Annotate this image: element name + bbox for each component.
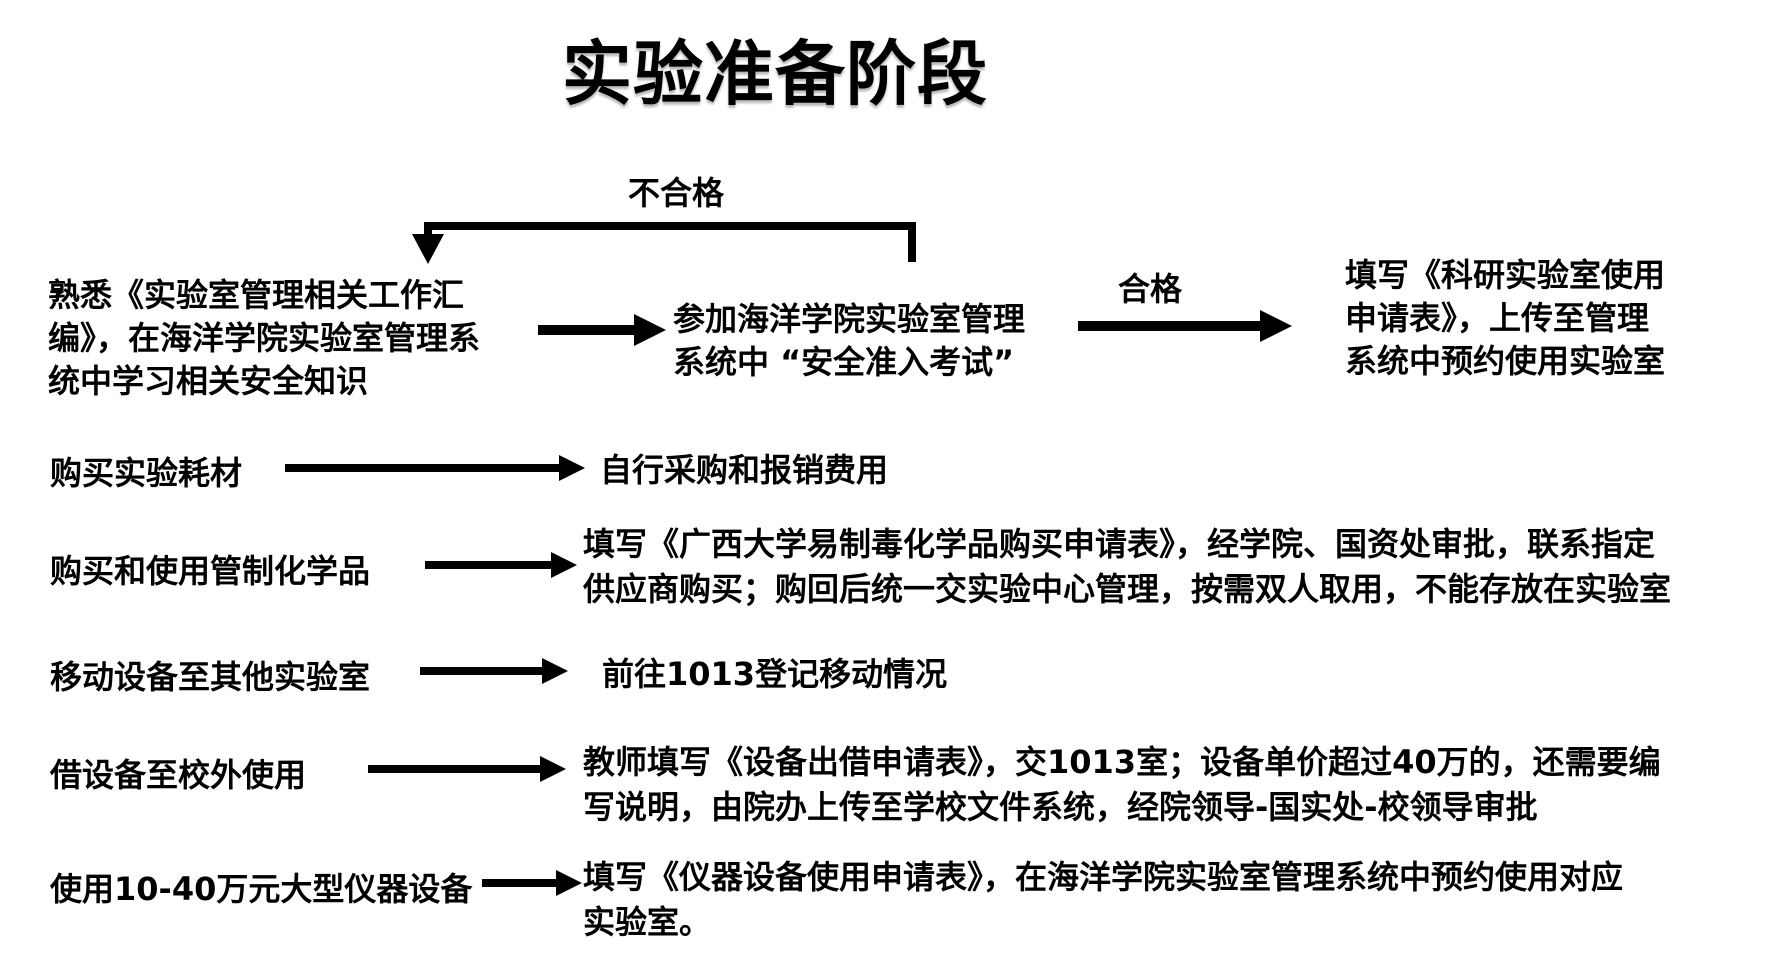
arrowhead-icon <box>634 314 666 346</box>
fail-label: 不合格 <box>628 174 725 212</box>
feedback-loop-path <box>424 222 916 262</box>
row-result-large-instruments: 填写《仪器设备使用申请表》，在海洋学院实验室管理系统中预约使用对应 实验室。 <box>583 855 1623 945</box>
arrowhead-icon <box>540 756 566 782</box>
text-line: 填写《科研实验室使用 <box>1345 256 1666 294</box>
text-line: 系统中预约使用实验室 <box>1345 342 1666 380</box>
text-line: 编》，在海洋学院实验室管理系 <box>48 319 481 357</box>
arrowhead-icon <box>559 455 585 481</box>
text-line: 写说明，由院办上传至学校文件系统，经院领导-国实处-校领导审批 <box>583 788 1538 826</box>
row-result-chemicals: 填写《广西大学易制毒化学品购买申请表》，经学院、国资处审批，联系指定 供应商购买… <box>583 522 1671 612</box>
text-line: 供应商购买；购回后统一交实验中心管理，按需双人取用，不能存放在实验室 <box>583 570 1672 608</box>
arrow-shaft <box>425 561 555 569</box>
text-line: 申请表》，上传至管理 <box>1345 299 1650 337</box>
arrow-shaft <box>482 879 560 887</box>
text-line: 填写《仪器设备使用申请表》，在海洋学院实验室管理系统中预约使用对应 <box>583 858 1624 896</box>
row-label-consumables: 购买实验耗材 <box>50 454 243 492</box>
row-label-large-instruments: 使用10-40万元大型仪器设备 <box>50 870 473 908</box>
text-line: 前往1013登记移动情况 <box>602 655 948 693</box>
step-exam-text: 参加海洋学院实验室管理 系统中 “安全准入考试” <box>673 298 1025 384</box>
row-label-chemicals: 购买和使用管制化学品 <box>50 552 371 590</box>
text-line: 实验室。 <box>583 903 712 941</box>
arrowhead-icon <box>551 552 577 578</box>
arrow-shaft <box>1078 321 1266 331</box>
arrowhead-icon <box>556 870 582 896</box>
feedback-arrowhead-icon <box>412 234 444 264</box>
text-line: 教师填写《设备出借申请表》，交1013室；设备单价超过40万的，还需要编 <box>583 743 1661 781</box>
row-label-lend-equipment: 借设备至校外使用 <box>50 756 307 794</box>
row-result-lend-equipment: 教师填写《设备出借申请表》，交1013室；设备单价超过40万的，还需要编 写说明… <box>583 740 1661 830</box>
text-line: 熟悉《实验室管理相关工作汇 <box>48 276 465 314</box>
page-title: 实验准备阶段 <box>562 33 988 115</box>
row-result-move-equipment: 前往1013登记移动情况 <box>602 652 947 697</box>
arrowhead-icon <box>1260 310 1292 342</box>
text-line: 统中学习相关安全知识 <box>48 362 369 400</box>
arrowhead-icon <box>542 658 568 684</box>
text-line: 自行采购和报销费用 <box>600 451 889 489</box>
step-apply-text: 填写《科研实验室使用 申请表》，上传至管理 系统中预约使用实验室 <box>1345 254 1665 383</box>
text-line: 填写《广西大学易制毒化学品购买申请表》，经学院、国资处审批，联系指定 <box>583 525 1656 563</box>
row-label-move-equipment: 移动设备至其他实验室 <box>50 658 371 696</box>
arrow-shaft <box>538 325 640 335</box>
step-familiarize-text: 熟悉《实验室管理相关工作汇 编》，在海洋学院实验室管理系 统中学习相关安全知识 <box>48 274 480 403</box>
row-result-consumables: 自行采购和报销费用 <box>600 448 888 493</box>
arrow-shaft <box>368 765 544 773</box>
arrow-shaft <box>420 667 546 675</box>
feedback-loop-arrow <box>412 222 916 264</box>
text-line: 系统中 “安全准入考试” <box>673 343 1015 381</box>
pass-label: 合格 <box>1118 270 1183 308</box>
arrow-shaft <box>285 464 563 472</box>
text-line: 参加海洋学院实验室管理 <box>673 300 1026 338</box>
